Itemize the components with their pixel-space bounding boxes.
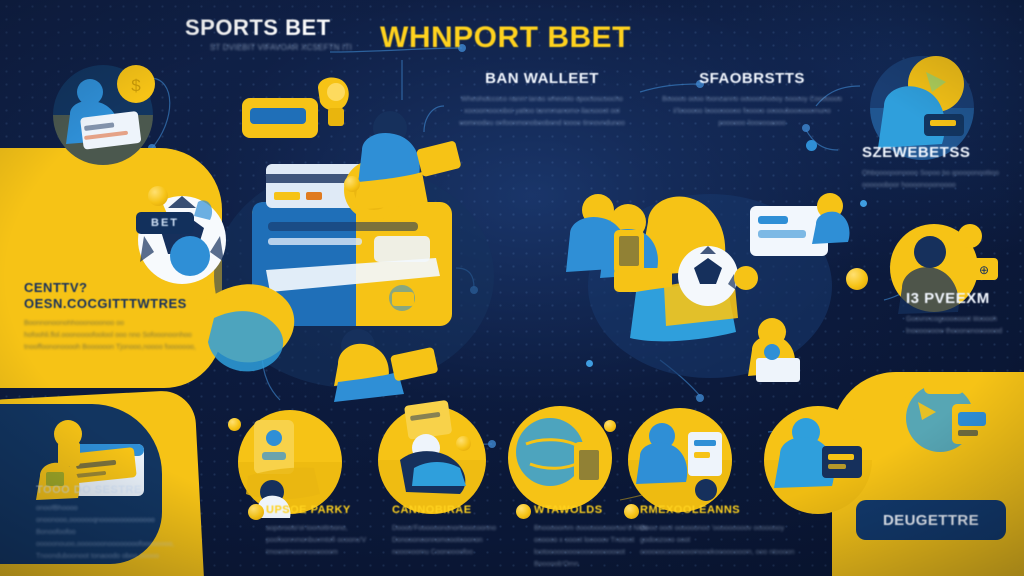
vignette-overlay xyxy=(0,0,1024,576)
poster-canvas: $ ⊕ xyxy=(0,0,1024,576)
